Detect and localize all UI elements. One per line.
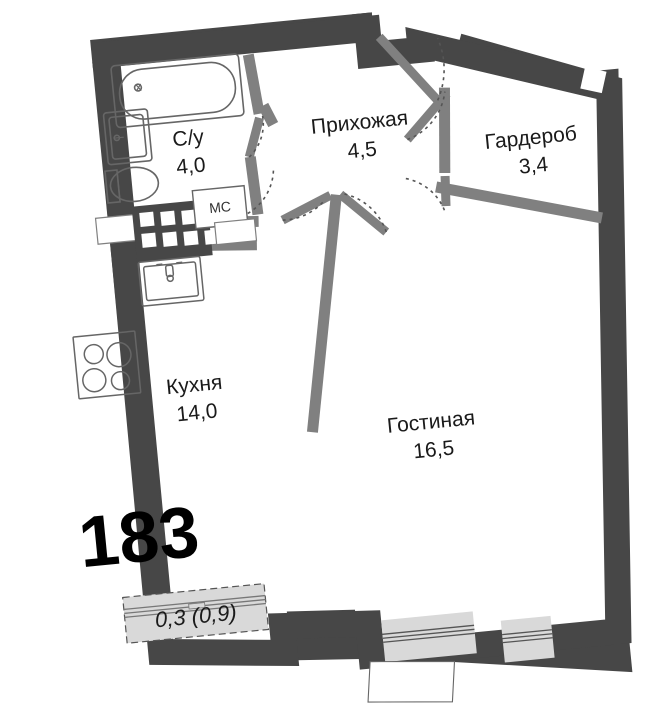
room-label-kitchen: Кухня — [165, 371, 223, 399]
room-area-hallway: 4,5 — [347, 138, 378, 164]
windows — [122, 582, 555, 703]
living-window-2 — [500, 615, 555, 663]
sink-icon — [137, 255, 205, 307]
living-window-1 — [381, 611, 477, 663]
kitchen-utility-block: МС — [72, 184, 258, 400]
door-leaves — [244, 33, 451, 236]
door-swing-arcs — [247, 37, 446, 233]
room-area-wardrobe: 3,4 — [518, 153, 550, 179]
room-area-bathroom: 4,0 — [175, 153, 206, 179]
balcony-slab-outline — [367, 660, 456, 703]
balcony-window — [122, 582, 270, 644]
basin-icon — [102, 108, 153, 166]
room-label-bathroom: С/у — [171, 125, 205, 151]
bathtub-icon — [110, 53, 245, 129]
room-area-living: 16,5 — [412, 436, 455, 463]
plan-rotation-group: МС С/у 4,0 — [72, 12, 633, 703]
toilet-icon — [104, 166, 160, 204]
room-labels: С/у 4,0 Прихожая 4,5 Гардероб 3,4 Кухня … — [165, 106, 578, 463]
washing-machine-label: МС — [208, 198, 231, 216]
ventilation-shaft-icon — [580, 66, 607, 94]
apartment-number: 183 — [75, 492, 202, 583]
room-area-kitchen: 14,0 — [176, 399, 219, 426]
bathroom-fixtures — [102, 53, 245, 204]
exterior-wall-shell — [91, 14, 632, 670]
stove-icon — [72, 330, 142, 400]
